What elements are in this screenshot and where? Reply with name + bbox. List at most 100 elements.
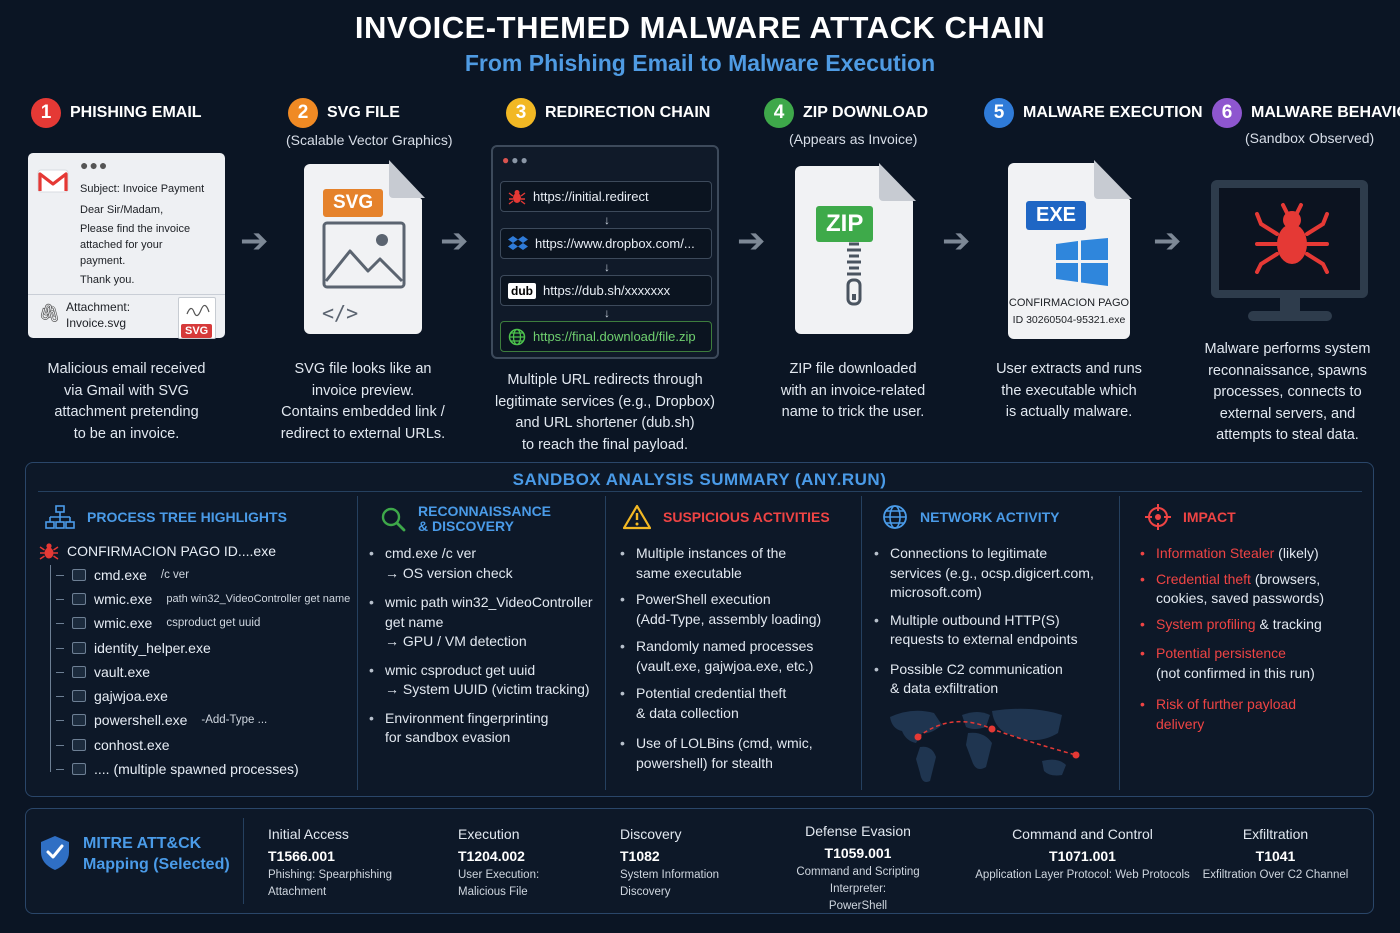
recon-title-line: RECONNAISSANCE bbox=[418, 503, 552, 519]
name-line: Discovery bbox=[620, 886, 671, 898]
description-line: via Gmail with SVG bbox=[64, 382, 189, 399]
step-3-number: 3 bbox=[506, 98, 536, 128]
impact-detail: (likely) bbox=[1274, 545, 1319, 561]
redirect-url-2[interactable]: https://www.dropbox.com/... bbox=[500, 228, 712, 259]
process-row: powershell.exe -Add-Type ... bbox=[56, 712, 267, 728]
item-line: Multiple outbound HTTP(S) bbox=[890, 611, 1060, 628]
description-line: Malicious email received bbox=[47, 361, 206, 377]
mitre-tactic: Execution bbox=[458, 826, 520, 842]
phishing-email-card: ●●● Subject: Invoice Payment Dear Sir/Ma… bbox=[28, 153, 225, 339]
impact-detail: (browsers, bbox=[1250, 570, 1321, 587]
flow-arrow-icon: ➔ bbox=[240, 222, 269, 260]
svg-file-tag: SVG bbox=[323, 189, 384, 217]
network-title: NETWORK ACTIVITY bbox=[920, 509, 1060, 525]
item-line: Randomly named processes bbox=[636, 638, 814, 654]
item-line: get name bbox=[385, 613, 444, 630]
sandbox-divider bbox=[38, 491, 1362, 492]
step-1-header: 1 PHISHING EMAIL bbox=[31, 98, 202, 128]
name-line: Phishing: Spearphishing bbox=[268, 869, 393, 881]
exe-filename: CONFIRMACION PAGO bbox=[1008, 297, 1130, 309]
mitre-technique-id[interactable]: T1059.001 bbox=[824, 845, 892, 861]
flow-arrow-icon: ➔ bbox=[942, 222, 971, 260]
paperclip-icon: 🖇 bbox=[38, 303, 61, 323]
process-args: csproduct get uuid bbox=[166, 617, 261, 629]
window-icon bbox=[72, 690, 86, 702]
magnifier-icon bbox=[381, 507, 406, 532]
signature-scribble-icon bbox=[186, 304, 210, 317]
mitre-tactic: Exfiltration bbox=[1242, 826, 1309, 842]
mitre-technique: Discovery T1082 System Information Disco… bbox=[620, 826, 719, 901]
item-line: cmd.exe /c ver bbox=[385, 545, 477, 561]
process-row: wmic.exe csproduct get uuid bbox=[56, 615, 260, 631]
page-subtitle: From Phishing Email to Malware Execution bbox=[464, 50, 936, 76]
description-line: processes, connects to bbox=[1213, 384, 1362, 400]
impact-keyword: Risk of further payload bbox=[1156, 696, 1297, 712]
mitre-technique: Defense Evasion T1059.001 Command and Sc… bbox=[772, 823, 944, 915]
redirect-url-3[interactable]: dub https://dub.sh/xxxxxxx bbox=[500, 275, 712, 306]
recon-header: RECONNAISSANCE & DISCOVERY bbox=[380, 504, 551, 534]
svg-attachment-icon[interactable]: SVG bbox=[178, 297, 216, 339]
document-fold bbox=[879, 163, 916, 201]
mitre-technique-name: Application Layer Protocol: Web Protocol… bbox=[970, 867, 1195, 884]
mitre-technique: Execution T1204.002 User Execution: Mali… bbox=[458, 826, 539, 901]
down-arrow-icon: ↓ bbox=[604, 306, 610, 320]
item-line: same executable bbox=[636, 564, 742, 581]
description-line: redirect to external URLs. bbox=[280, 425, 446, 442]
step-3-title: REDIRECTION CHAIN bbox=[545, 104, 711, 121]
step-4-number: 4 bbox=[764, 98, 794, 128]
mitre-tactic: Command and Control bbox=[1012, 826, 1153, 842]
step-6-subtitle: (Sandbox Observed) bbox=[1245, 130, 1375, 146]
step-3-header: 3 REDIRECTION CHAIN bbox=[506, 98, 710, 128]
bug-icon bbox=[39, 543, 59, 560]
terminal-icon bbox=[72, 569, 86, 581]
mitre-technique-id[interactable]: T1082 bbox=[620, 848, 660, 864]
email-body-line: payment. bbox=[80, 255, 126, 267]
impact-item: Risk of further payload delivery bbox=[1140, 695, 1370, 734]
impact-keyword: Potential persistence bbox=[1156, 645, 1286, 661]
mitre-technique-id[interactable]: T1071.001 bbox=[1049, 848, 1116, 864]
name-line: System Information bbox=[620, 869, 720, 881]
down-arrow-icon: ↓ bbox=[604, 213, 610, 227]
item-line: → OS version check bbox=[385, 564, 513, 581]
mitre-technique: Command and Control T1071.001 Applicatio… bbox=[970, 826, 1195, 884]
step-6-header: 6 MALWARE BEHAVIOR bbox=[1212, 98, 1400, 128]
attachment-filename[interactable]: Invoice.svg bbox=[66, 316, 127, 330]
mitre-technique-id[interactable]: T1566.001 bbox=[268, 848, 335, 864]
item-line: wmic path win32_VideoController bbox=[385, 594, 593, 610]
item-line: Possible C2 communication bbox=[890, 660, 1063, 677]
description-line: with an invoice-related bbox=[780, 382, 926, 399]
mitre-technique-id[interactable]: T1204.002 bbox=[458, 848, 525, 864]
step-5-description: User extracts and runs the executable wh… bbox=[979, 359, 1159, 424]
item-line: (Add-Type, assembly loading) bbox=[636, 610, 822, 627]
column-divider bbox=[605, 496, 606, 790]
item-line: PowerShell execution bbox=[636, 591, 771, 607]
page-title: INVOICE-THEMED MALWARE ATTACK CHAIN bbox=[354, 10, 1046, 45]
suspicious-title: SUSPICIOUS ACTIVITIES bbox=[663, 509, 830, 525]
image-placeholder-icon bbox=[322, 221, 406, 289]
redirect-url-final[interactable]: https://final.download/file.zip bbox=[500, 321, 712, 352]
item-line: for sandbox evasion bbox=[385, 729, 511, 745]
mitre-technique: Initial Access T1566.001 Phishing: Spear… bbox=[268, 826, 392, 901]
redirect-url-1[interactable]: https://initial.redirect bbox=[500, 181, 712, 212]
window-icon bbox=[72, 763, 86, 775]
infected-monitor bbox=[1211, 180, 1368, 298]
process-name: .... (multiple spawned processes) bbox=[94, 761, 299, 777]
item-line: Potential credential theft bbox=[636, 685, 787, 701]
process-name: identity_helper.exe bbox=[94, 640, 211, 656]
impact-item: Potential persistence (not confirmed in … bbox=[1140, 644, 1370, 683]
name-line: User Execution: bbox=[458, 869, 540, 881]
impact-title: IMPACT bbox=[1183, 509, 1236, 525]
suspicious-item: Randomly named processes (vault.exe, gaj… bbox=[620, 637, 860, 676]
recon-item: wmic csproduct get uuid → System UUID (v… bbox=[369, 661, 604, 700]
item-line: wmic csproduct get uuid bbox=[385, 661, 536, 678]
process-tree-title: PROCESS TREE HIGHLIGHTS bbox=[87, 509, 287, 525]
step-4-header: 4 ZIP DOWNLOAD bbox=[764, 98, 928, 128]
step-5-title: MALWARE EXECUTION bbox=[1023, 104, 1203, 121]
description-line: ZIP file downloaded bbox=[789, 361, 917, 377]
name-line: Command and Scripting Interpreter: bbox=[796, 866, 920, 895]
process-row: .... (multiple spawned processes) bbox=[56, 761, 299, 777]
description-line: the executable which bbox=[1001, 382, 1137, 399]
item-line: & data exfiltration bbox=[890, 680, 999, 696]
dub-logo: dub bbox=[508, 282, 536, 299]
mitre-technique-id[interactable]: T1041 bbox=[1255, 848, 1296, 864]
